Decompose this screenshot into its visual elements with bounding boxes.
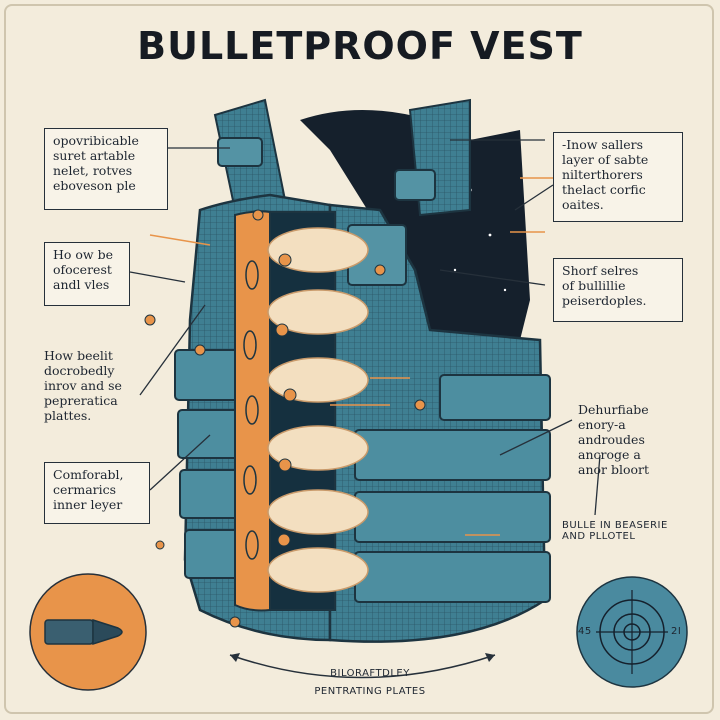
callout-top-right: -Inow sallers layer of sabte nilterthore…: [553, 132, 683, 222]
callout-left-plates: How beelit docrobedly inrov and se pepre…: [44, 348, 122, 423]
target-label-left: 45: [578, 626, 592, 637]
curved-arrow: [229, 654, 496, 679]
bottom-caption-line1: BILORAFTDLEY: [330, 668, 410, 679]
bullet-icon: [29, 573, 147, 691]
callout-right-small: BULLE IN BEASERIE AND PLLOTEL: [562, 520, 668, 542]
callout-top-left: opovribicable suret artable nelet, rotve…: [44, 128, 168, 210]
target-label-right: 2I: [671, 626, 682, 637]
bottom-caption-line2: PENTRATING PLATES: [314, 686, 426, 697]
callout-right-energy: Dehurfiabe enory-a androudes ancroge a a…: [578, 402, 650, 477]
outer-cover: [234, 210, 271, 612]
poster-frame: [4, 4, 714, 714]
callout-mid-right: Shorf selres of bullillie peiserdoples.: [553, 258, 683, 322]
poster-title: BULLETPROOF VEST: [137, 24, 583, 68]
callout-mid-left: Ho ow be ofocerest andl vles: [44, 242, 130, 306]
callout-lower-left: Comforabl, cermarics inner leyer: [44, 462, 150, 524]
target-icon: [576, 576, 688, 688]
vest-lining: [300, 110, 530, 340]
